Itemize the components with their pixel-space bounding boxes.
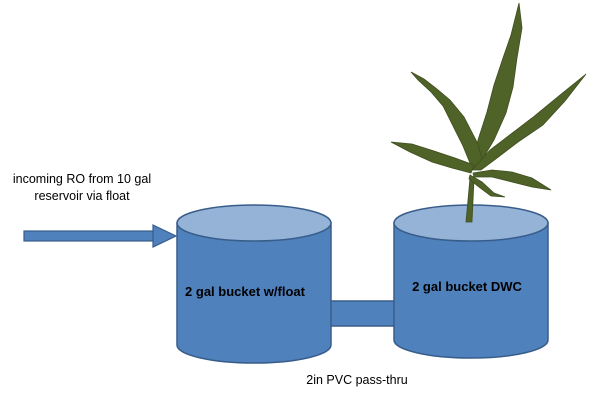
inlet-label: incoming RO from 10 gal reservoir via fl… <box>12 172 152 203</box>
bucket-right <box>393 204 549 359</box>
pipe-label: 2in PVC pass-thru <box>306 373 408 387</box>
bucket-left-top <box>176 204 332 242</box>
pvc-pipe <box>328 300 396 327</box>
bucket-right-label: 2 gal bucket DWC <box>412 279 522 294</box>
bucket-left-label: 2 gal bucket w/float <box>185 284 305 299</box>
arrow-right-icon <box>23 224 178 248</box>
bucket-left <box>176 204 332 364</box>
cannabis-leaf-icon <box>390 2 587 223</box>
